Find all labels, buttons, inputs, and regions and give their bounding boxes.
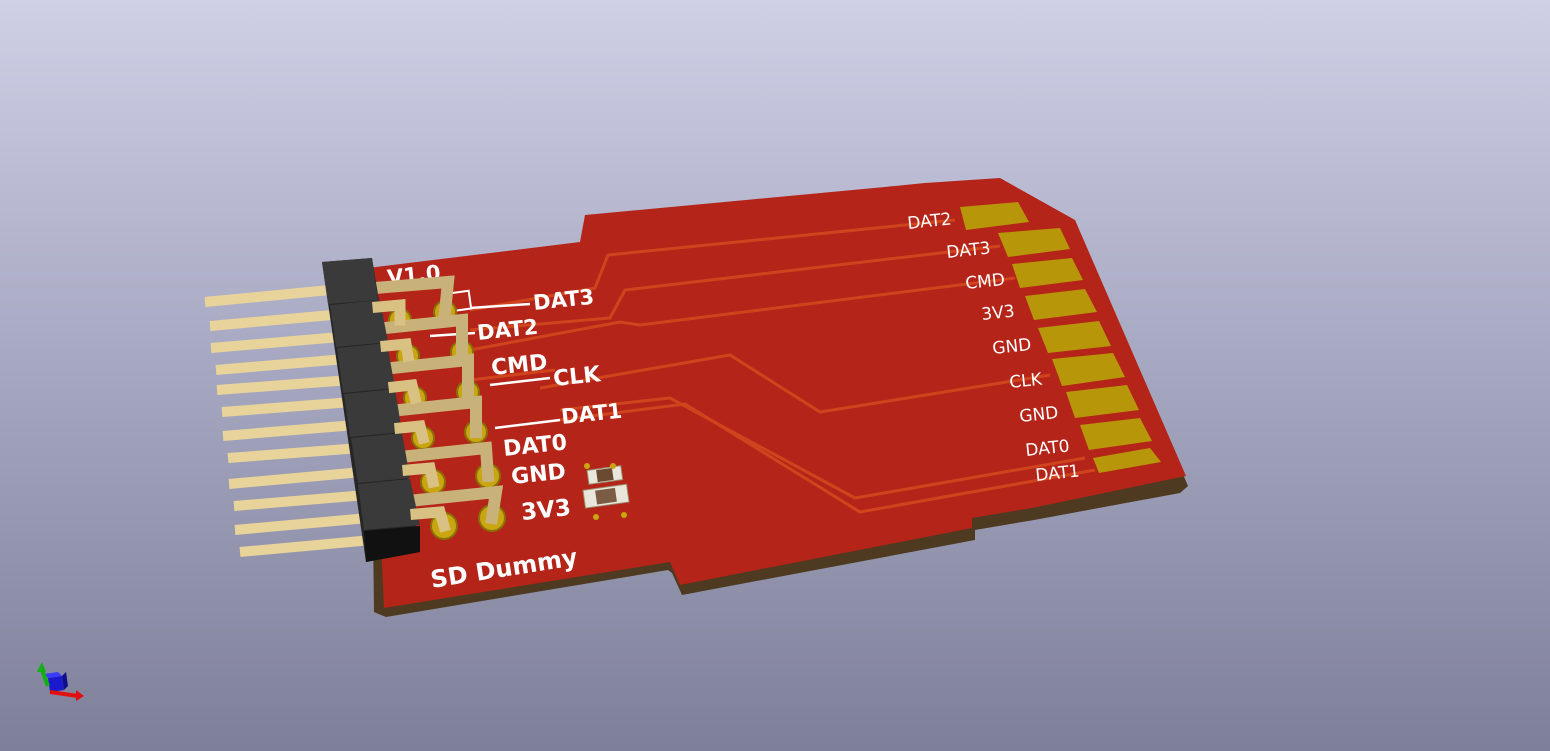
header-pin-label: 3V3: [520, 495, 572, 526]
smd-resistor: [586, 465, 624, 485]
edge-pad: [1066, 385, 1139, 418]
header-pin-label: GND: [510, 459, 567, 490]
header-pin-label: CMD: [490, 350, 549, 381]
edge-pad-label: CMD: [964, 270, 1006, 294]
edge-connector-pads: [960, 202, 1161, 473]
edge-pad-label: DAT0: [1024, 436, 1070, 461]
edge-pad-labels: DAT2 DAT3 CMD 3V3 GND CLK GND DAT0 DAT1: [906, 209, 1080, 486]
edge-pad-label: GND: [1018, 403, 1059, 427]
header-pin-labels: DAT3 DAT2 CMD CLK DAT1 DAT0 GND 3V3: [476, 285, 623, 526]
pcb-traces: [469, 218, 1096, 514]
edge-pad-label: GND: [991, 335, 1032, 359]
edge-pad-label: CLK: [1008, 370, 1043, 393]
edge-pad-label: 3V3: [980, 302, 1015, 325]
header-bent-pins: [368, 275, 504, 525]
edge-pad: [1093, 448, 1161, 473]
header-front-pins: [372, 298, 451, 533]
smd-capacitor: [582, 483, 630, 509]
edge-pad-label: DAT3: [945, 238, 991, 263]
header-pin-label: CLK: [552, 362, 603, 392]
edge-pad: [1038, 321, 1111, 353]
edge-pad-label: DAT2: [906, 209, 952, 234]
edge-pad: [1025, 289, 1097, 320]
xyz-axis-icon: [37, 662, 84, 701]
edge-pad-label: DAT1: [1034, 461, 1080, 486]
edge-pad: [1080, 418, 1152, 450]
edge-pad: [1012, 258, 1083, 288]
edge-pad: [998, 228, 1070, 257]
pin-header-body: [322, 258, 420, 562]
edge-pad: [1052, 353, 1125, 386]
header-pins: [204, 285, 373, 557]
edge-pad: [960, 202, 1029, 230]
pcb-board: [368, 178, 1186, 608]
smd-components: [582, 463, 630, 520]
